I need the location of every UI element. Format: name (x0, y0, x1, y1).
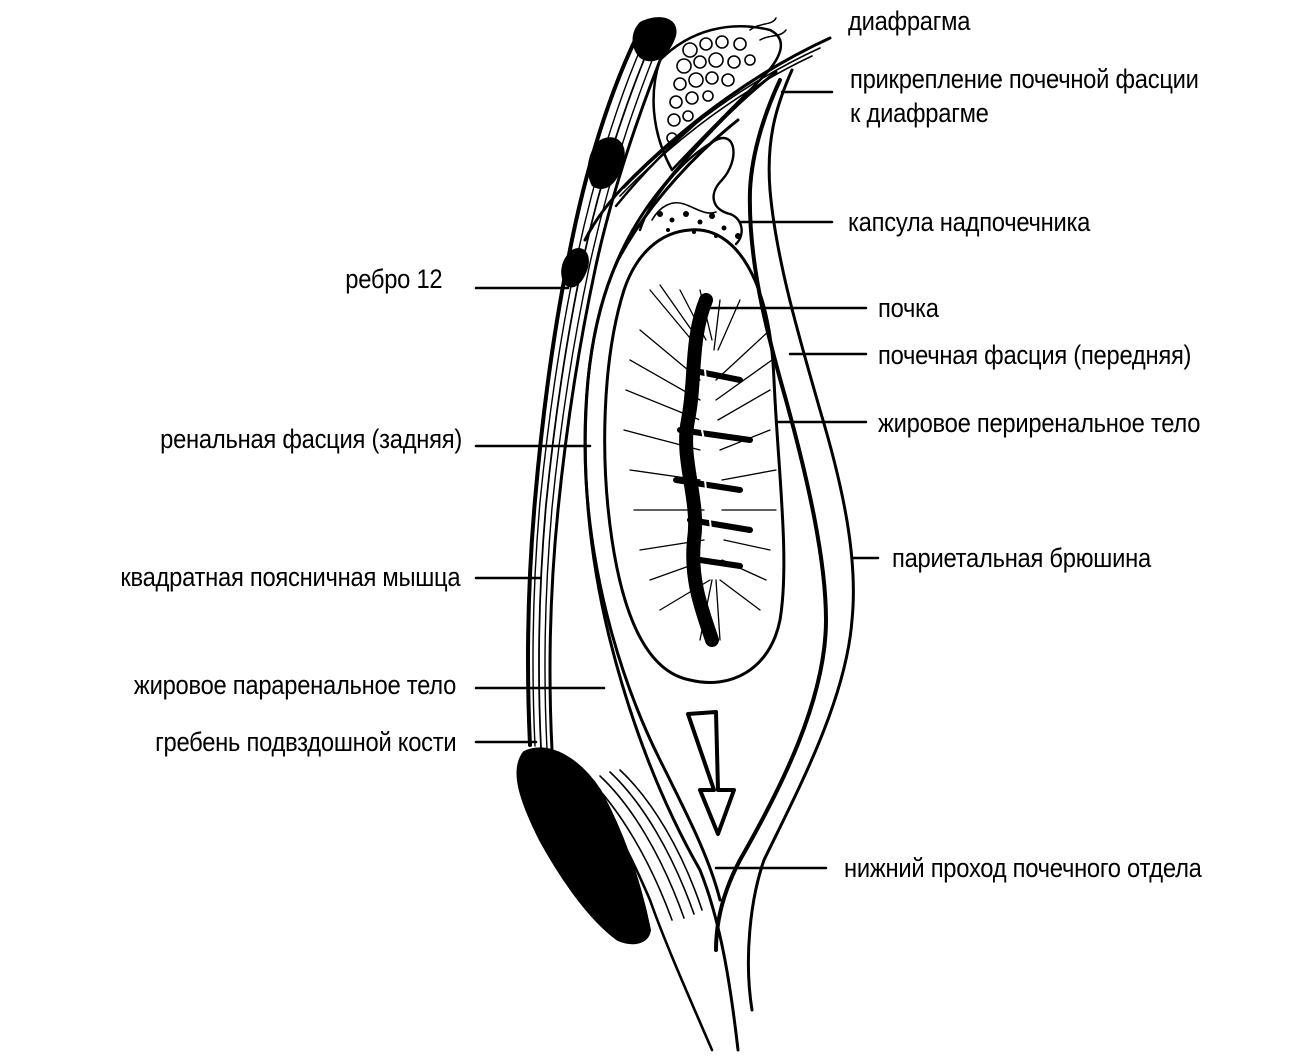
label-renal-fascia-anterior: почечная фасция (передняя) (878, 340, 1192, 370)
inferior-passage-arrow (686, 710, 736, 836)
quadratus-lumborum-muscle (525, 17, 677, 752)
diaphragm (583, 17, 832, 242)
leader-lines (474, 90, 880, 870)
label-diaphragm: диафрагма (848, 6, 971, 36)
label-parietal-peritoneum: париетальная брюшина (892, 543, 1151, 573)
renal-fascia-anterior (714, 78, 828, 952)
label-quadratus-lumborum: квадратная поясничная мышца (120, 562, 460, 592)
label-fascia-attachment-line1: прикрепление почечной фасции (850, 64, 1199, 94)
adrenal-gland (638, 136, 743, 246)
kidney (603, 228, 786, 684)
parietal-peritoneum (746, 68, 855, 1012)
label-rib12: ребро 12 (344, 264, 442, 294)
label-renal-fascia-posterior: ренальная фасция (задняя) (160, 424, 462, 454)
label-pararenal-fat: жировое параренальное тело (133, 670, 456, 700)
label-adrenal-capsule: капсула надпочечника (848, 207, 1091, 237)
label-kidney: почка (878, 293, 939, 323)
iliac-crest (516, 747, 714, 1052)
perirenal-fat-body (583, 118, 740, 902)
label-iliac-crest: гребень подвздошной кости (154, 727, 457, 757)
label-perirenal-fat: жировое периренальное тело (878, 408, 1201, 438)
label-fascia-attachment-line2: к диафрагме (850, 98, 989, 128)
label-inferior-passage: нижний проход почечного отдела (844, 853, 1202, 883)
